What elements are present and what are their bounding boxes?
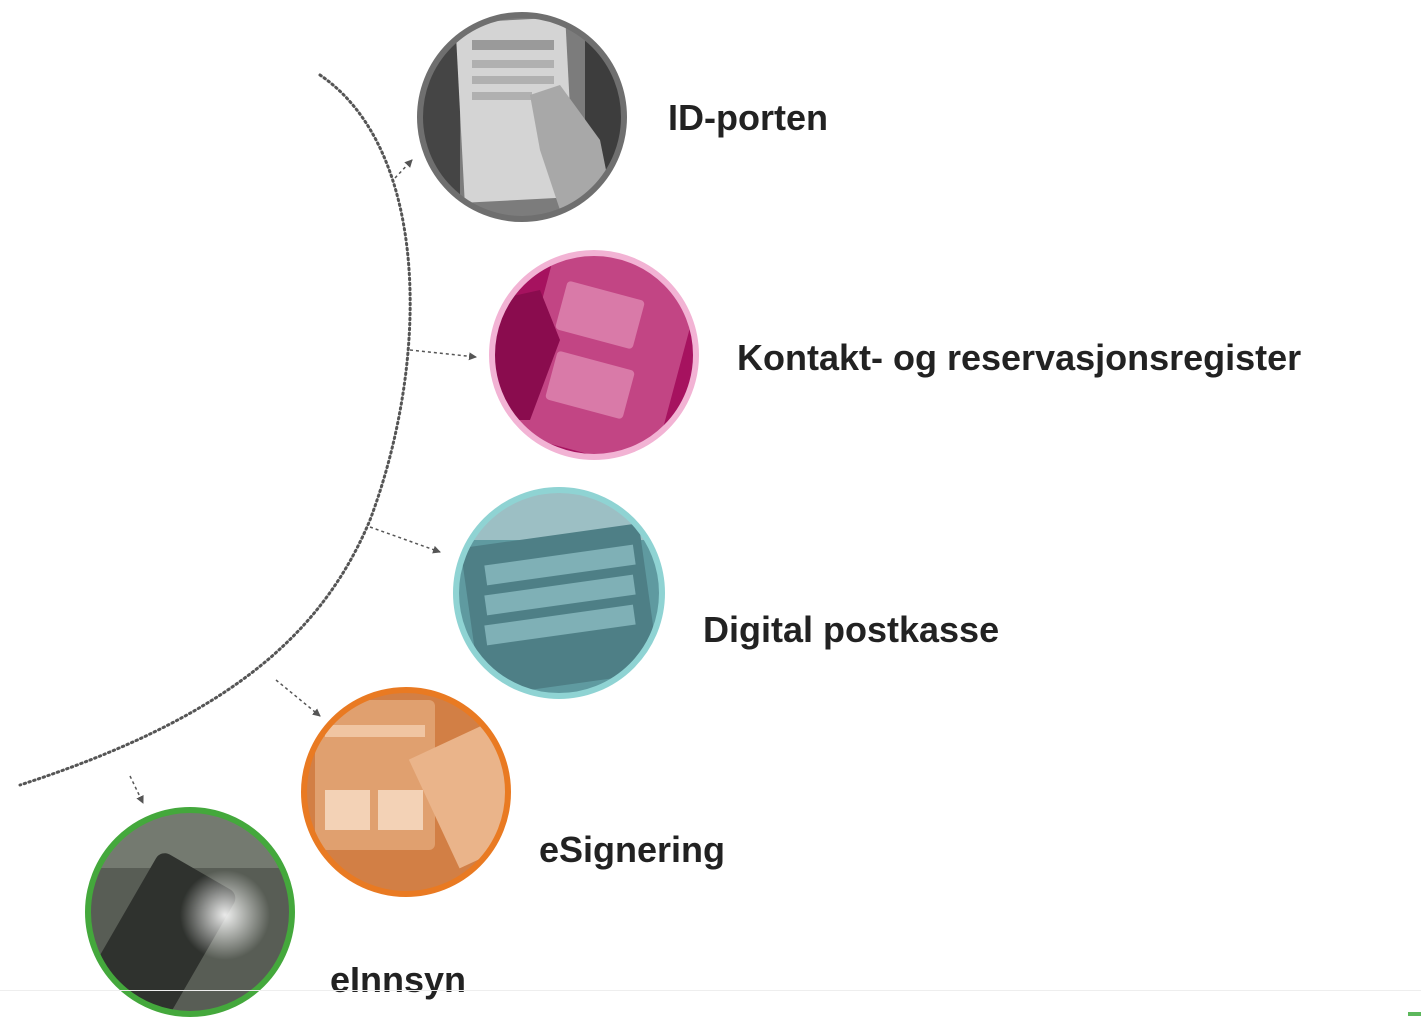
arrow-to-esignering: [275, 679, 321, 717]
label-id-porten: ID-porten: [668, 97, 828, 138]
arrow-to-digital-postkasse: [369, 526, 441, 554]
label-einnsyn: eInnsyn: [330, 959, 467, 1000]
arrow-to-id-porten: [394, 159, 413, 179]
digital-postkasse-photo: [453, 487, 665, 699]
id-porten-photo: [417, 12, 627, 222]
label-esignering: eSignering: [539, 829, 726, 870]
arrow-to-einnsyn: [129, 775, 144, 804]
label-kontakt-register: Kontakt- og reservasjonsregister: [737, 337, 1302, 378]
einnsyn-photo: [85, 807, 295, 1017]
corner-accent-mark: [1408, 1012, 1421, 1016]
footer-divider: [0, 990, 1421, 991]
arrow-to-kontakt-register: [409, 349, 477, 361]
label-digital-postkasse: Digital postkasse: [703, 609, 1000, 650]
esignering-photo: [301, 687, 511, 897]
kontakt-register-photo: [489, 250, 699, 460]
main-dotted-arc: [18, 73, 412, 787]
